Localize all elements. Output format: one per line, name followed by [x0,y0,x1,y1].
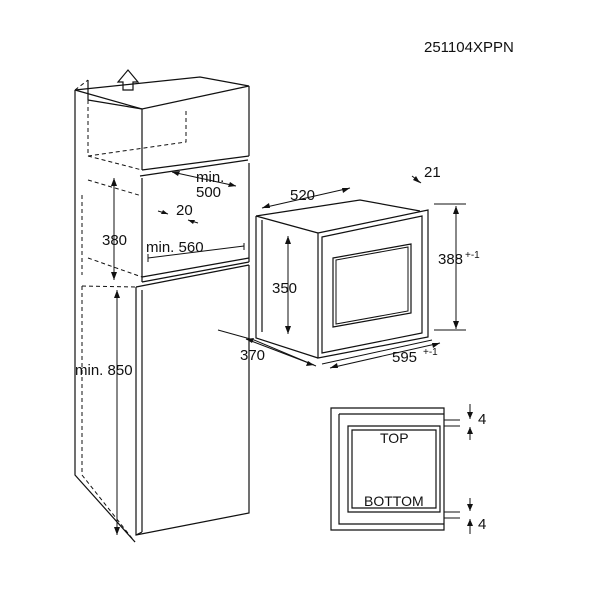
dim-height-380: 380 [102,232,127,249]
dim-min-560: min. 560 [146,239,204,256]
dim-min-850: min. 850 [75,362,133,379]
dim-height-388: 388 [438,251,463,268]
frame-detail: TOP BOTTOM 4 4 [330,404,486,534]
appliance-drawing: 520 21 350 388 +-1 370 595 +-1 [217,164,480,369]
dim-width-595-tol: +-1 [423,347,438,358]
dim-height-388-tol: +-1 [465,250,480,261]
dim-height-350: 350 [272,280,297,297]
dim-depth-370: 370 [240,347,265,364]
dim-depth-21: 21 [424,164,441,181]
dim-gap-20: 20 [176,202,193,219]
frame-gap-top: 4 [478,411,486,428]
tall-cabinet: min. 500 20 380 min. 560 min. 850 [74,69,250,543]
dim-min-500-line2: 500 [196,184,221,201]
up-arrow-icon [116,69,140,91]
frame-top-label: TOP [380,430,409,446]
dim-width-595: 595 [392,349,417,366]
frame-gap-bottom: 4 [478,516,486,533]
dim-min-500-line1: min. [196,169,224,186]
frame-bottom-label: BOTTOM [364,493,424,509]
dim-width-520: 520 [290,187,315,204]
reference-code: 251104XPPN [424,39,514,56]
